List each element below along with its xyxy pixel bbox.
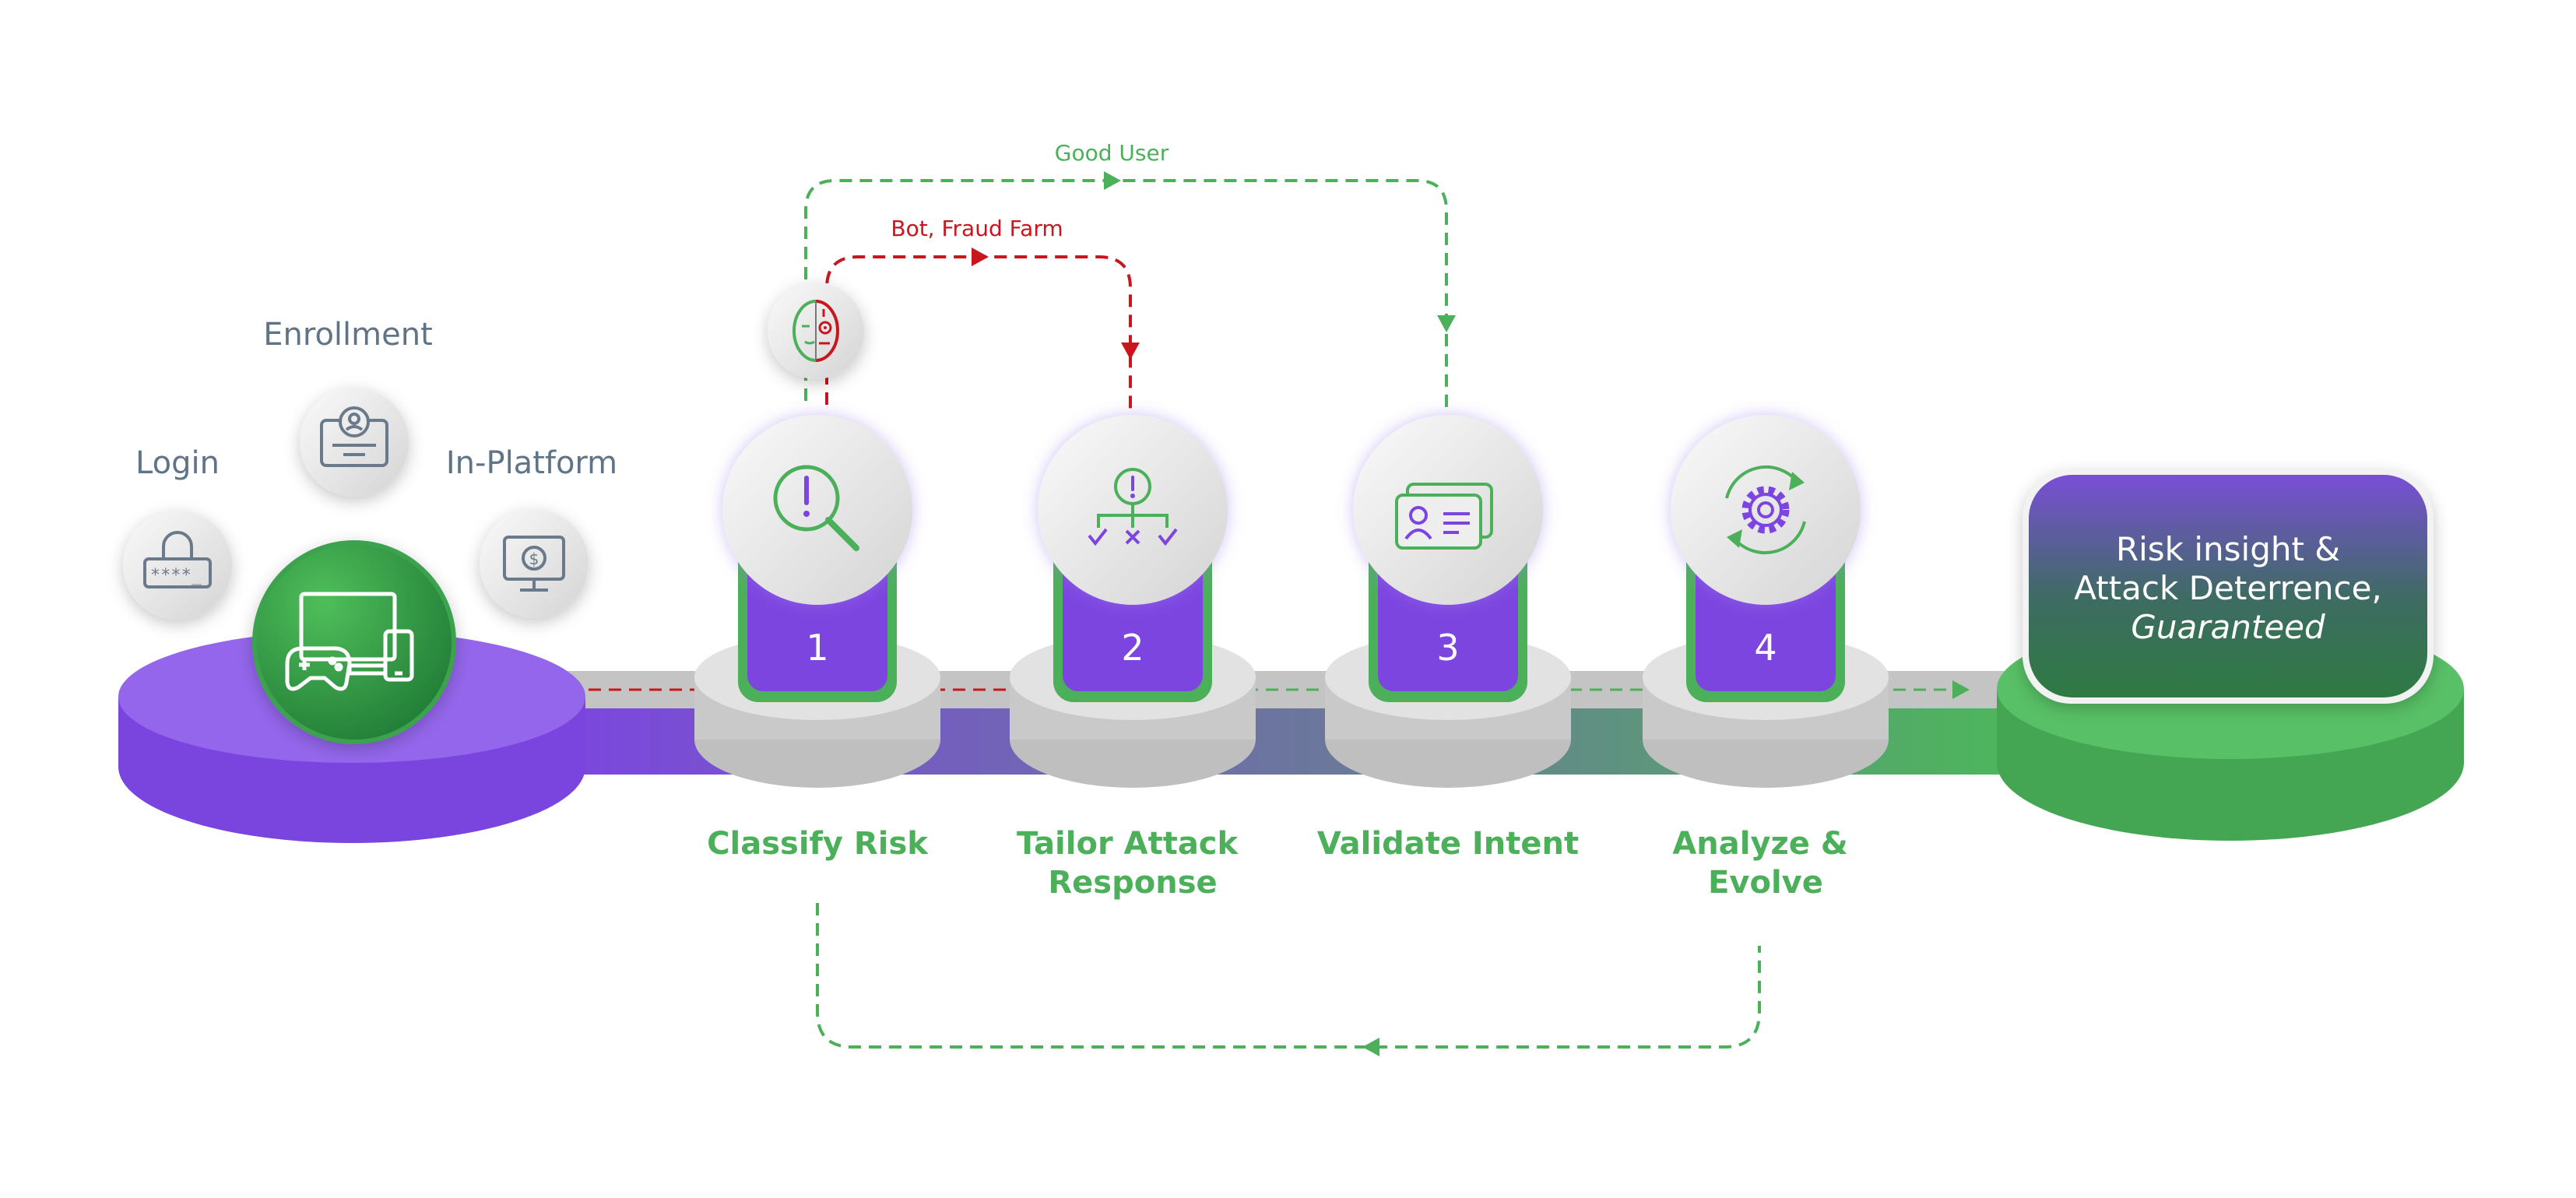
step-1-label-line: Classify Risk [707,826,929,862]
station-3 [1325,415,1571,788]
outcome-line-3: Guaranteed [2131,608,2325,646]
step-3-label-line: Validate Intent [1317,826,1579,862]
step-3-number: 3 [1436,627,1459,669]
devices-icon [252,540,456,744]
svg-text:$: $ [529,550,539,568]
decision-tree-icon [1038,415,1228,605]
id-card-icon [300,388,409,497]
step-2-label-line-1: Tailor Attack [1017,826,1239,862]
bot-flow [825,248,1140,409]
step-1-number: 1 [806,627,828,669]
login-label: Login [135,445,220,481]
human-bot-face-icon [768,283,864,379]
step-4-label-line-1: Analyze & [1672,826,1847,862]
station-1 [694,415,940,788]
monitor-dollar-icon: $ [480,509,589,618]
step-1-label: Classify Risk [707,826,929,862]
arrow-down-icon [1437,315,1456,332]
arrow-down-icon [1121,343,1140,360]
step-2-label: Tailor Attack Response [1017,826,1249,901]
track-arrow-icon [1952,680,1970,699]
outcome-line-2: Attack Deterrence, [2074,569,2382,607]
lock-password-icon: ****_ [123,511,232,620]
step-2-label-line-2: Response [1048,865,1217,901]
id-cards-icon [1353,415,1543,605]
step-2-number: 2 [1121,627,1144,669]
step-3-label: Validate Intent [1317,826,1579,862]
outcome-box: Risk insight & Attack Deterrence, Guaran… [2022,470,2434,704]
outcome-line-1: Risk insight & [2116,530,2340,568]
station-4 [1643,415,1889,788]
feedback-loop [816,903,1761,1056]
station-2 [1010,415,1256,788]
good-user-flow [804,171,1456,409]
step-4-label-line-2: Evolve [1708,865,1823,901]
gear-cycle-icon [1671,415,1861,605]
good-user-label: Good User [1055,140,1169,166]
arrow-left-icon [1362,1038,1379,1056]
step-4-label: Analyze & Evolve [1672,826,1858,901]
arrow-right-icon [1104,171,1121,190]
enrollment-label: Enrollment [263,317,433,353]
step-4-number: 4 [1754,627,1776,669]
svg-text:****_: ****_ [150,566,202,585]
magnifier-alert-icon [722,415,912,605]
bot-fraud-farm-label: Bot, Fraud Farm [891,216,1063,241]
arrow-right-icon [972,248,989,266]
in-platform-label: In-Platform [446,445,617,481]
